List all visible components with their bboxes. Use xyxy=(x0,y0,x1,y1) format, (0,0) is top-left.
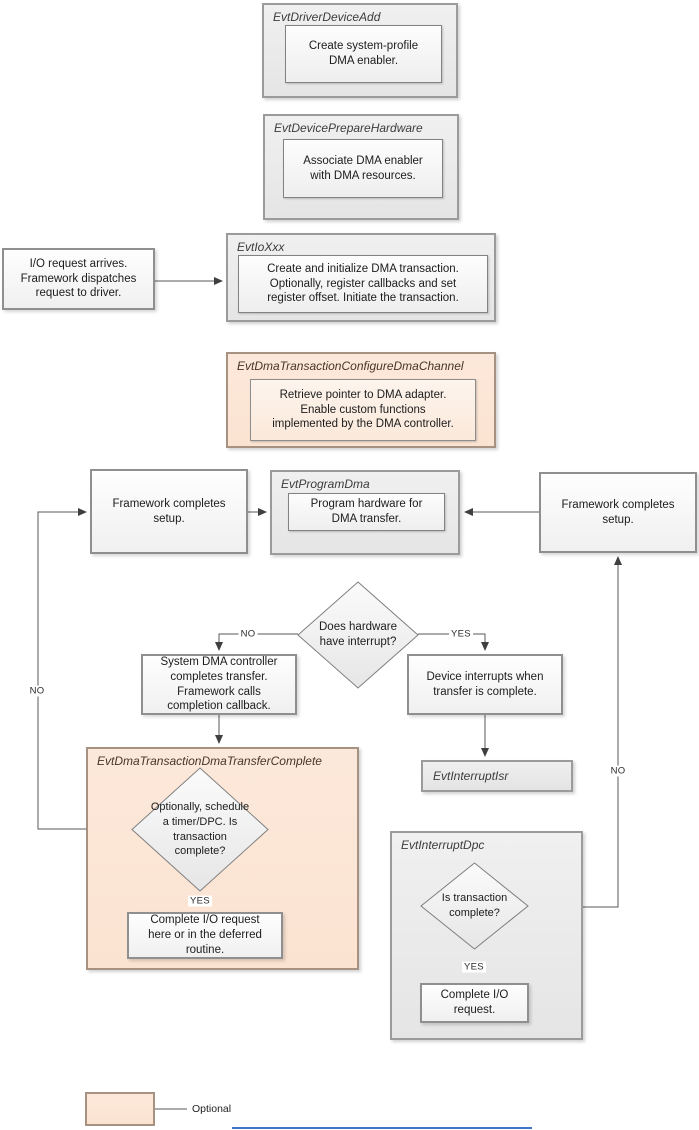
node-evtdriverdeviceadd: EvtDriverDeviceAdd Create system-profile… xyxy=(262,3,458,98)
edge-label-yes-dpc: YES xyxy=(462,961,486,973)
node-evtdevicepreparehardware: EvtDevicePrepareHardware Associate DMA e… xyxy=(263,114,459,220)
decision-text: Is transaction complete? xyxy=(441,892,508,919)
node-evtprogramdma: EvtProgramDma Program hardware for DMA t… xyxy=(270,470,460,555)
diamond-shape xyxy=(298,582,418,688)
node-title: EvtDmaTransactionConfigureDmaChannel xyxy=(237,359,464,373)
node-title: EvtInterruptDpc xyxy=(401,838,485,852)
legend-optional-swatch xyxy=(85,1092,155,1126)
edge-decision-no-to-systemdma xyxy=(215,633,298,651)
node-title: EvtDriverDeviceAdd xyxy=(273,10,381,24)
decision-text: Optionally, schedule a timer/DPC. Is tra… xyxy=(150,801,250,858)
edge-peachdecision-no-to-frameworkleft xyxy=(37,508,132,830)
node-evtdevicepreparehardware-step: Associate DMA enabler with DMA resources… xyxy=(283,139,443,198)
legend-optional-label: Optional xyxy=(192,1103,232,1115)
node-configuredmachannel-step: Retrieve pointer to DMA adapter. Enable … xyxy=(250,379,476,441)
node-system-dma-controller: System DMA controller completes transfer… xyxy=(141,654,297,715)
edge-label-no-right: NO xyxy=(608,765,628,777)
decision-optionally-schedule-timer-dpc: Optionally, schedule a timer/DPC. Is tra… xyxy=(132,768,268,891)
node-title: EvtProgramDma xyxy=(281,477,370,491)
node-evtdriverdeviceadd-step: Create system-profile DMA enabler. xyxy=(285,25,442,83)
edge-label-no-center: NO xyxy=(238,628,258,640)
node-evtinterruptisr: EvtInterruptIsr xyxy=(421,760,573,792)
node-evtprogramdma-step: Program hardware for DMA transfer. xyxy=(288,493,445,531)
node-title: EvtIoXxx xyxy=(237,240,285,254)
bottom-accent-line xyxy=(232,1127,532,1129)
edge-label-yes-center: YES xyxy=(449,628,473,640)
node-io-request-arrives: I/O request arrives. Framework dispatche… xyxy=(2,248,155,310)
edge-decision-yes-to-deviceinterrupts xyxy=(418,633,489,651)
decision-text: Does hardware have interrupt? xyxy=(319,620,397,648)
node-title: EvtDmaTransactionDmaTransferComplete xyxy=(97,754,322,768)
node-framework-completes-setup-right: Framework completes setup. xyxy=(539,472,697,553)
decision-does-hardware-have-interrupt: Does hardware have interrupt? xyxy=(298,582,418,688)
diamond-shape xyxy=(421,863,528,949)
node-title: EvtDevicePrepareHardware xyxy=(274,121,423,135)
decision-is-transaction-complete: Is transaction complete? xyxy=(421,863,528,949)
node-evtdmatransactionconfiguredmachannel: EvtDmaTransactionConfigureDmaChannel Ret… xyxy=(226,352,496,448)
diamond-shape xyxy=(132,768,268,891)
node-device-interrupts: Device interrupts when transfer is compl… xyxy=(407,654,563,715)
node-evtioxxx: EvtIoXxx Create and initialize DMA trans… xyxy=(226,233,496,322)
node-complete-io-request-dpc: Complete I/O request. xyxy=(420,983,529,1023)
edge-label-yes-peach: YES xyxy=(188,895,212,907)
node-framework-completes-setup-left: Framework completes setup. xyxy=(90,469,248,554)
node-complete-io-request-deferred: Complete I/O request here or in the defe… xyxy=(127,912,283,959)
node-evtioxxx-step: Create and initialize DMA transaction. O… xyxy=(238,255,488,313)
edge-label-no-left: NO xyxy=(27,685,47,697)
